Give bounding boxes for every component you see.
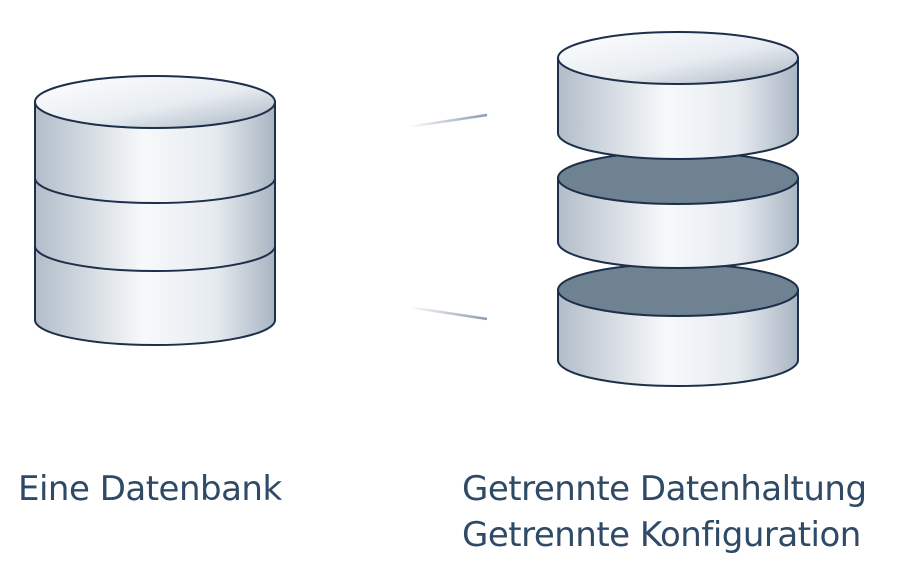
caption-separate-storage: Getrennte Datenhaltung (462, 469, 867, 509)
single-database-icon (34, 75, 276, 346)
separated-database-icon (557, 31, 799, 387)
connector-lines (407, 113, 488, 321)
caption-separated-database: Getrennte Datenhaltung Getrennte Konfigu… (462, 466, 867, 558)
database-disk-top (557, 31, 799, 160)
database-disk-middle (557, 151, 799, 269)
connector-bottom (407, 305, 488, 321)
caption-single-database: Eine Datenbank (18, 469, 282, 509)
caption-separate-configuration: Getrennte Konfiguration (462, 515, 861, 555)
connector-top (407, 113, 488, 129)
database-disk-bottom (557, 263, 799, 387)
